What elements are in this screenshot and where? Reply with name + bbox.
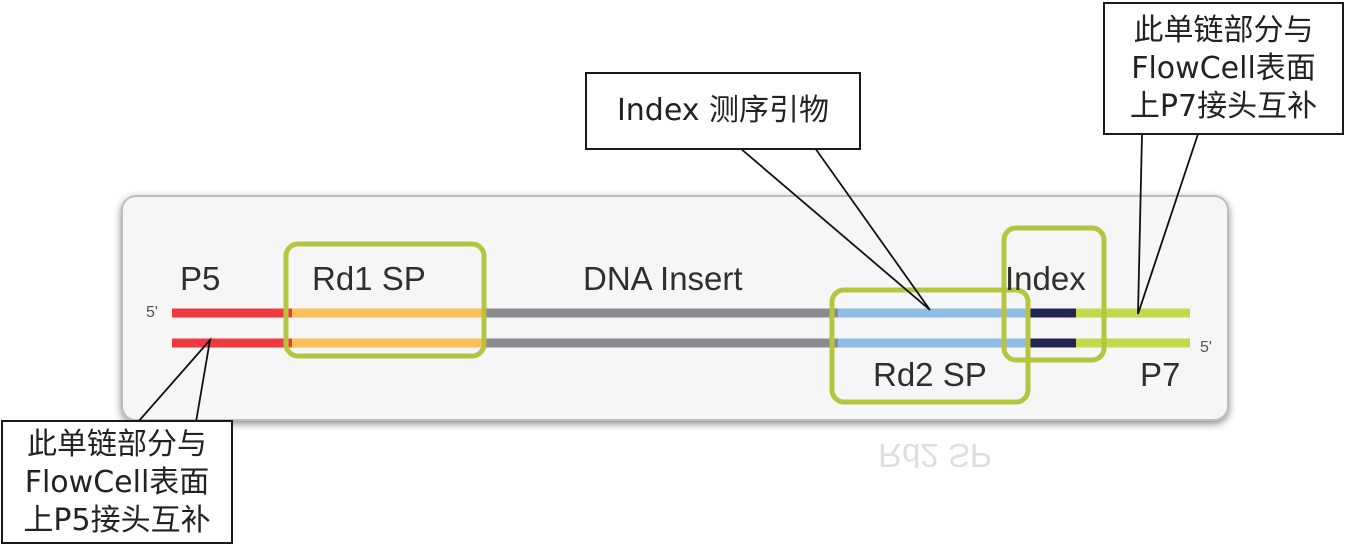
index-highlight [1001,225,1107,363]
index-primer-callout: Index 测序引物 [585,72,861,150]
p7-note-line-2: FlowCell表面 [1131,51,1316,86]
p5-label: P5 [180,260,220,297]
p7-note-pointer [1137,133,1199,315]
index-primer-pointer [739,147,931,311]
dna-insert-label: DNA Insert [583,260,743,297]
five-prime-bottom-label: 5' [1200,339,1212,356]
diagram-panel [121,195,1229,421]
five-prime-top-label: 5' [146,304,158,321]
p7-label: P7 [1140,356,1180,393]
p7-note-callout: 此单链部分与 FlowCell表面 上P7接头互补 [1103,2,1344,135]
index-label: Index [1005,260,1086,297]
rd2-sp-reflection: Rd2 SP [878,437,992,474]
p7-note-line-3: 上P7接头互补 [1129,89,1318,124]
index-primer-callout-line: Index 测序引物 [616,93,830,128]
rd1-sp-label: Rd1 SP [312,260,426,297]
p5-note-line-1: 此单链部分与 [27,427,207,462]
highlight-boxes [283,225,1107,405]
rd2-sp-label: Rd2 SP [873,356,987,393]
p5-note-pointer [137,337,212,423]
rd2-sp-highlight [829,287,1031,405]
p5-note-line-2: FlowCell表面 [24,465,210,500]
callout-pointers [137,133,1199,423]
p5-note-line-3: 上P5接头互补 [23,503,211,538]
p7-note-line-1: 此单链部分与 [1133,13,1314,48]
rd1-sp-highlight [283,241,487,359]
p5-note-callout: 此单链部分与 FlowCell表面 上P5接头互补 [1,420,233,544]
